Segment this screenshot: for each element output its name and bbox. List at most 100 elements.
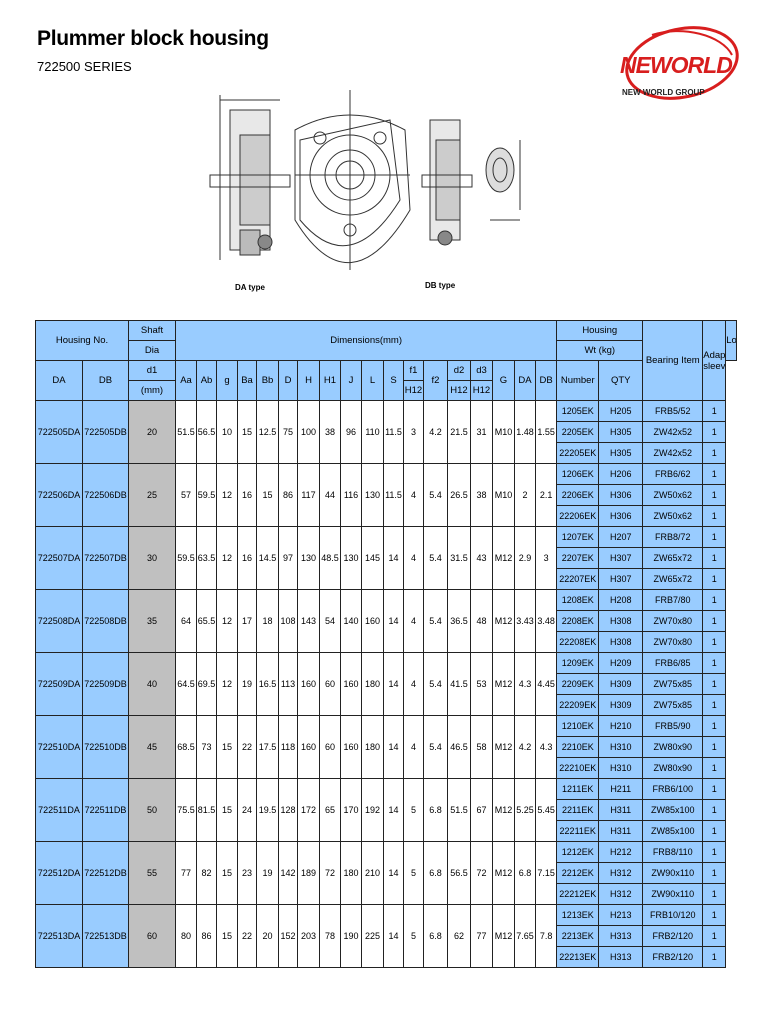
cell-housing-db: 722508DB xyxy=(82,589,129,653)
cell-ring-number: ZW50x62 xyxy=(642,484,704,506)
cell-ab: 56.5 xyxy=(196,400,217,464)
cell-housing-db: 722512DB xyxy=(82,841,129,905)
cell-bearing-item: 1210EK xyxy=(556,715,600,737)
cell-housing-da: 722508DA xyxy=(35,589,83,653)
cell-shaft-dia: 40 xyxy=(128,652,176,716)
cell-j: 116 xyxy=(340,463,362,527)
cell-d3: 43 xyxy=(470,526,493,590)
cell-d2: 46.5 xyxy=(447,715,471,779)
cell-l: 192 xyxy=(361,778,384,842)
cell-h: 117 xyxy=(297,463,320,527)
cell-ring-qty: 1 xyxy=(702,862,727,884)
cell-h1: 65 xyxy=(319,778,341,842)
cell-wt-db: 5.45 xyxy=(534,778,558,842)
cell-j: 180 xyxy=(340,841,362,905)
cell-adapter-sleeve: H311 xyxy=(598,820,644,842)
cell-g: 15 xyxy=(216,841,238,905)
cell-f2: 5.4 xyxy=(423,652,448,716)
cell-g: M12 xyxy=(492,778,515,842)
cell-ring-qty: 1 xyxy=(702,400,727,422)
cell-housing-da: 722511DA xyxy=(35,778,83,842)
cell-housing-db: 722509DB xyxy=(82,652,129,716)
cell-ba: 17 xyxy=(237,589,257,653)
cell-j: 190 xyxy=(340,904,362,968)
cell-shaft-dia: 50 xyxy=(128,778,176,842)
cell-adapter-sleeve: H308 xyxy=(598,610,644,632)
cell-d2: 41.5 xyxy=(447,652,471,716)
cell-s: 14 xyxy=(383,526,404,590)
header-f1: f1 xyxy=(403,360,424,381)
cell-ab: 65.5 xyxy=(196,589,217,653)
cell-d2: 36.5 xyxy=(447,589,471,653)
cell-f1: 5 xyxy=(403,904,424,968)
cell-ab: 86 xyxy=(196,904,217,968)
cell-bb: 17.5 xyxy=(256,715,279,779)
cell-ring-number: ZW85x100 xyxy=(642,799,704,821)
cell-d2: 21.5 xyxy=(447,400,471,464)
cell-s: 14 xyxy=(383,589,404,653)
header-f1-tol: H12 xyxy=(403,380,424,401)
cell-ring-qty: 1 xyxy=(702,736,727,758)
cell-ring-qty: 1 xyxy=(702,778,727,800)
cell-adapter-sleeve: H306 xyxy=(598,484,644,506)
cell-adapter-sleeve: H310 xyxy=(598,757,644,779)
cell-wt-da: 7.65 xyxy=(514,904,536,968)
cell-ab: 82 xyxy=(196,841,217,905)
cell-ring-qty: 1 xyxy=(702,673,727,695)
cell-aa: 80 xyxy=(175,904,197,968)
cell-ring-number: FRB10/120 xyxy=(642,904,704,926)
cell-bearing-item: 22212EK xyxy=(556,883,600,905)
cell-d2: 51.5 xyxy=(447,778,471,842)
cell-j: 140 xyxy=(340,589,362,653)
cell-s: 14 xyxy=(383,841,404,905)
cell-s: 14 xyxy=(383,652,404,716)
cell-ba: 16 xyxy=(237,526,257,590)
header-h: H xyxy=(297,360,320,401)
cell-wt-db: 4.3 xyxy=(534,715,558,779)
cell-h1: 78 xyxy=(319,904,341,968)
header-aa: Aa xyxy=(175,360,197,401)
cell-ba: 22 xyxy=(237,715,257,779)
cell-aa: 77 xyxy=(175,841,197,905)
cell-bearing-item: 2211EK xyxy=(556,799,600,821)
cell-d3: 72 xyxy=(470,841,493,905)
cell-d: 113 xyxy=(278,652,298,716)
cell-ring-number: ZW90x110 xyxy=(642,862,704,884)
cell-housing-da: 722512DA xyxy=(35,841,83,905)
cell-g: 12 xyxy=(216,652,238,716)
cell-ring-qty: 1 xyxy=(702,547,727,569)
cell-d: 75 xyxy=(278,400,298,464)
cell-f1: 4 xyxy=(403,463,424,527)
header-housing-wt: Housing xyxy=(556,320,644,341)
cell-adapter-sleeve: H312 xyxy=(598,862,644,884)
cell-ring-qty: 1 xyxy=(702,631,727,653)
cell-bb: 18 xyxy=(256,589,279,653)
cell-h: 130 xyxy=(297,526,320,590)
cell-bearing-item: 2212EK xyxy=(556,862,600,884)
cell-bearing-item: 22213EK xyxy=(556,946,600,968)
cell-bearing-item: 1205EK xyxy=(556,400,600,422)
header-s: S xyxy=(383,360,404,401)
header-bb: Bb xyxy=(256,360,279,401)
cell-housing-da: 722507DA xyxy=(35,526,83,590)
cell-ba: 19 xyxy=(237,652,257,716)
cell-g: M12 xyxy=(492,526,515,590)
header-qty: QTY xyxy=(598,360,644,401)
cell-bearing-item: 1212EK xyxy=(556,841,600,863)
cell-ring-number: FRB5/52 xyxy=(642,400,704,422)
cell-h1: 60 xyxy=(319,715,341,779)
cell-j: 96 xyxy=(340,400,362,464)
cell-f2: 5.4 xyxy=(423,715,448,779)
cell-l: 130 xyxy=(361,463,384,527)
cell-bb: 19 xyxy=(256,841,279,905)
cell-shaft-dia: 60 xyxy=(128,904,176,968)
cell-ab: 59.5 xyxy=(196,463,217,527)
cell-f2: 4.2 xyxy=(423,400,448,464)
cell-d2: 62 xyxy=(447,904,471,968)
cell-adapter-sleeve: H310 xyxy=(598,736,644,758)
cell-ring-number: ZW80x90 xyxy=(642,757,704,779)
cell-shaft-dia: 45 xyxy=(128,715,176,779)
brand-name: NEWORLD xyxy=(620,52,733,78)
